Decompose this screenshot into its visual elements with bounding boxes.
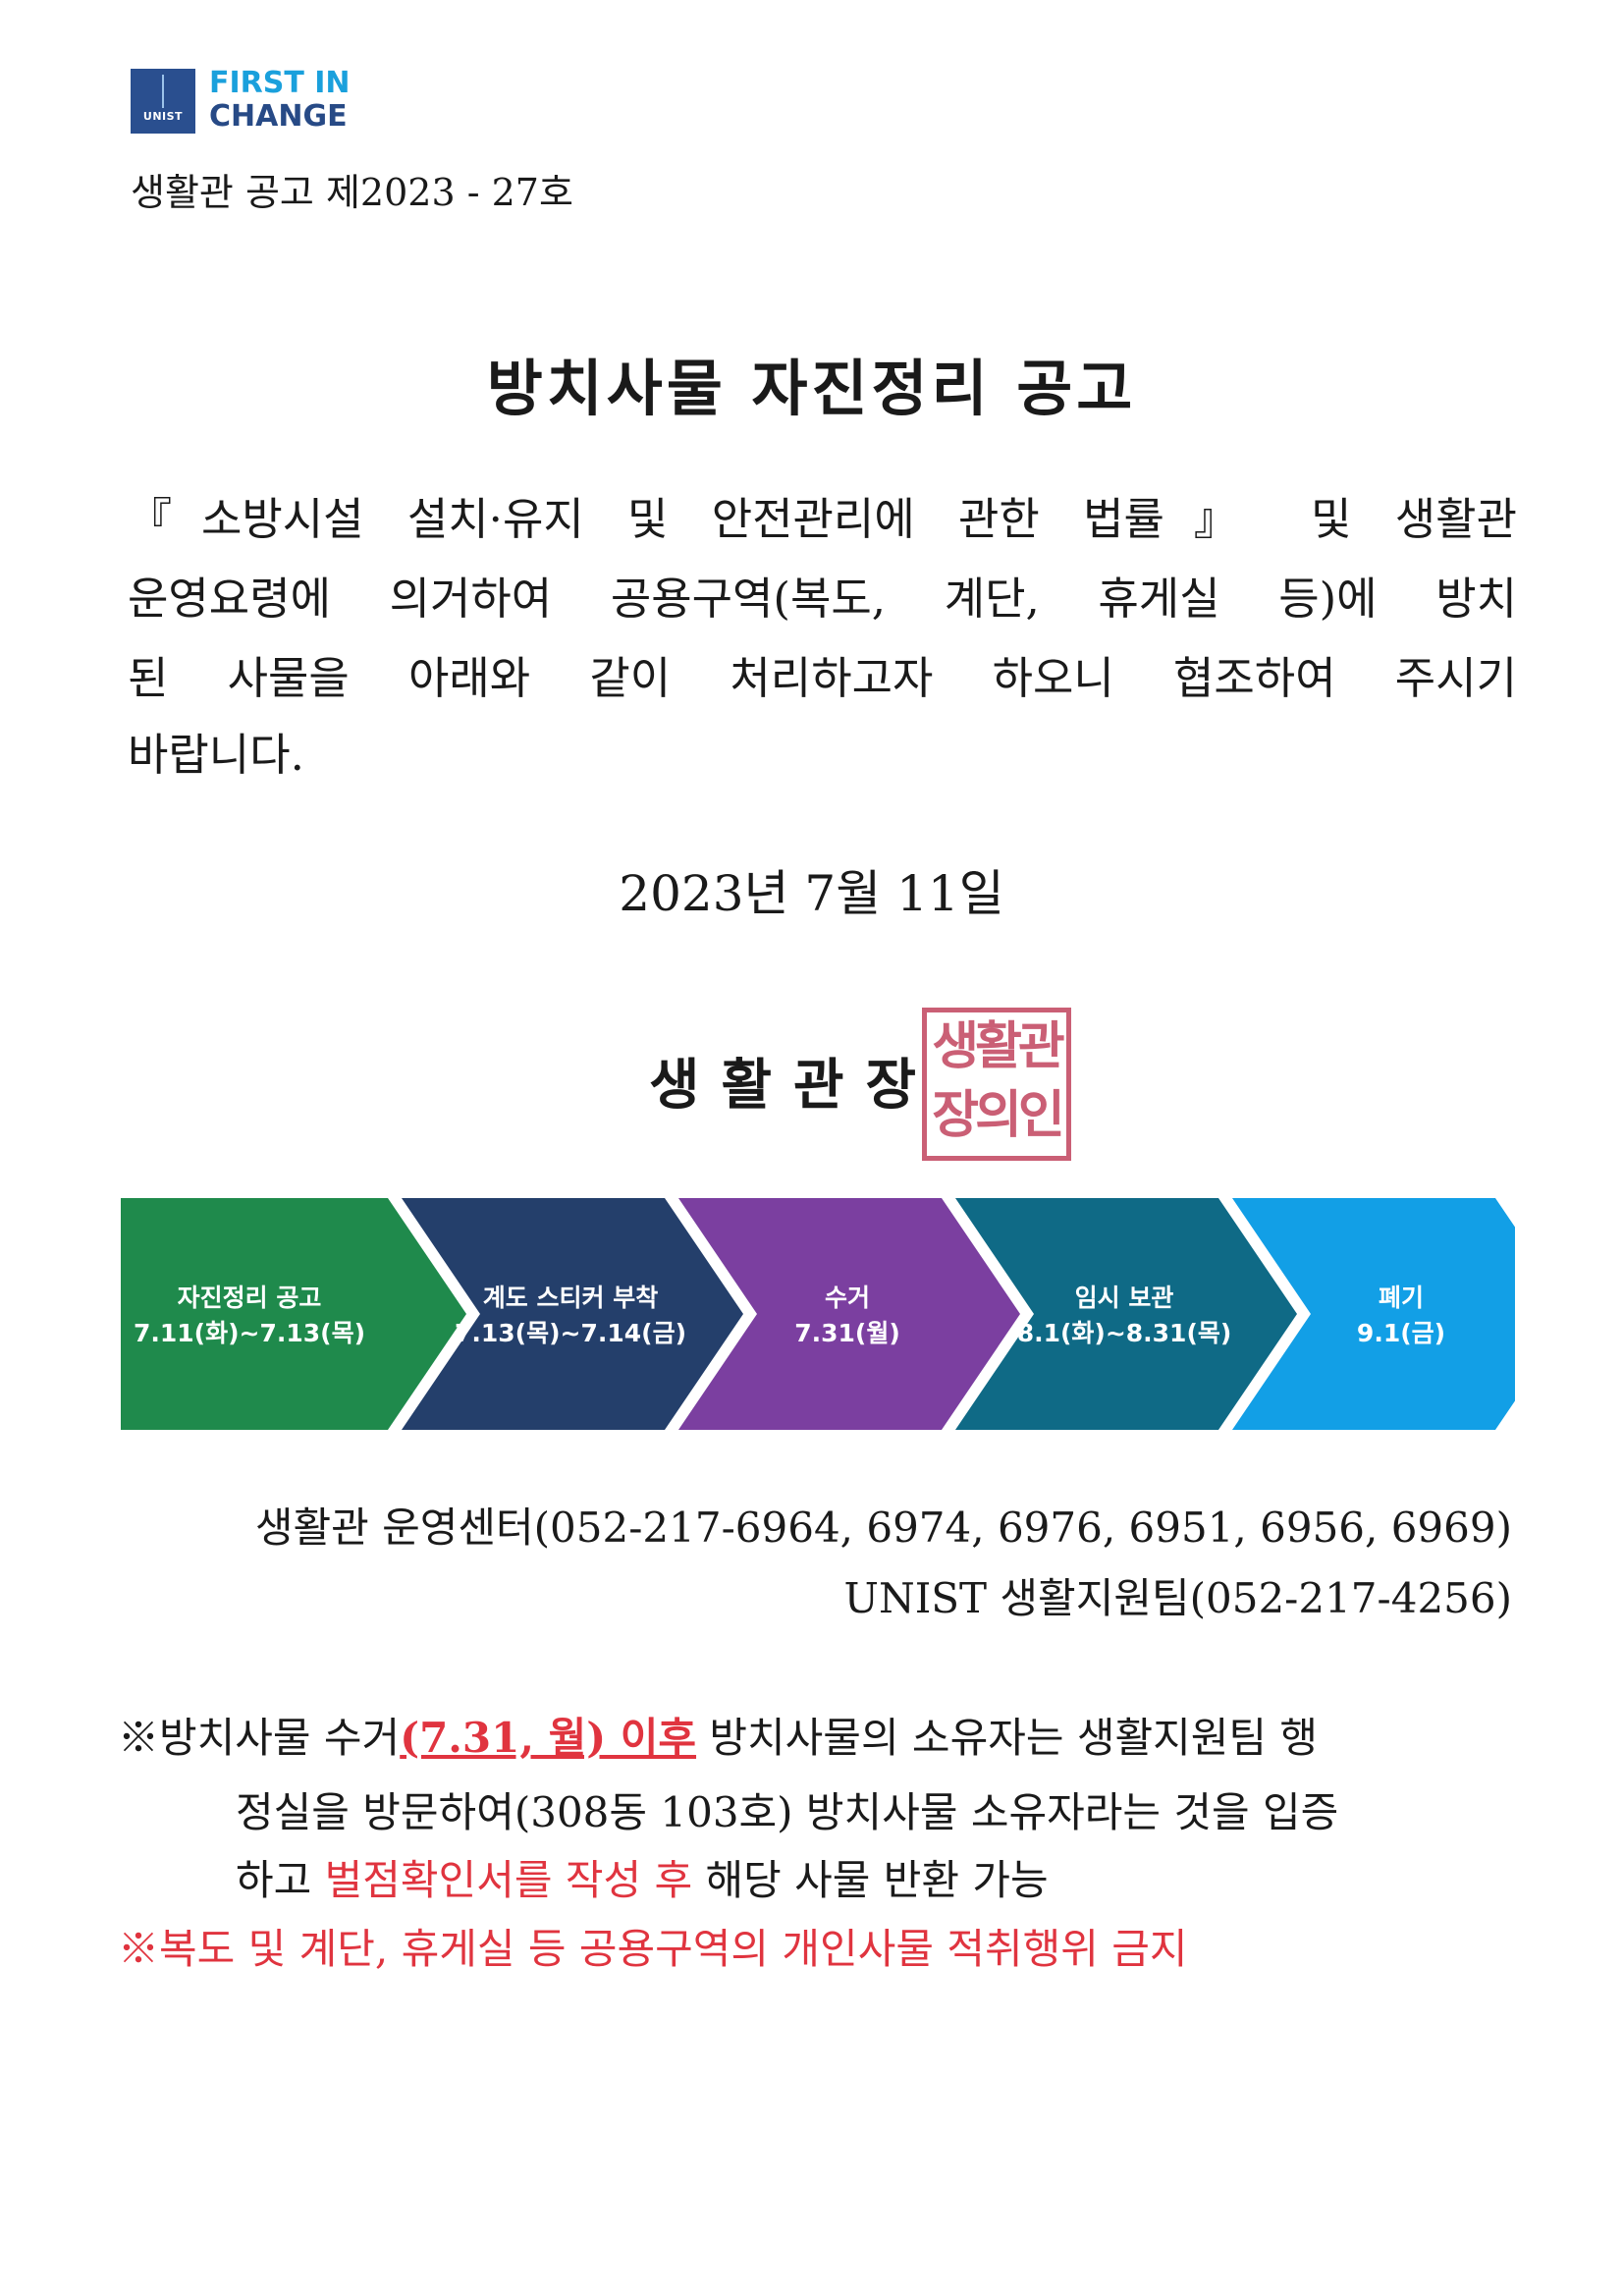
flow-chevron xyxy=(402,1198,743,1430)
flow-step-label: 수거 xyxy=(825,1284,870,1312)
notice-number: 생활관 공고 제2023 - 27호 xyxy=(131,171,573,214)
slogan-line1: FIRST IN xyxy=(209,66,351,100)
note-highlight: (7.31, 월) 이후 xyxy=(400,1714,697,1762)
flow-step: 자진정리 공고 7.11(화)~7.13(목) xyxy=(121,1198,466,1430)
process-flow: 자진정리 공고 7.11(화)~7.13(목) 계도 스티커 부착 7.13(목)~7… xyxy=(121,1198,1515,1430)
note-1-line3: 하고 벌점확인서를 작성 후 해당 사물 반환 가능 xyxy=(236,1847,1049,1907)
flow-chevron xyxy=(955,1198,1297,1430)
notice-date: 2023년 7월 11일 xyxy=(619,865,1004,922)
flow-step: 폐기 9.1(금) xyxy=(1232,1198,1515,1430)
flow-step-date: 7.31(월) xyxy=(794,1319,900,1347)
flow-step: 수거 7.31(월) xyxy=(678,1198,1020,1430)
flow-step-date: 8.1(화)~8.31(목) xyxy=(1017,1319,1232,1347)
flow-step-date: 9.1(금) xyxy=(1357,1319,1445,1347)
flow-step: 계도 스티커 부착 7.13(목)~7.14(금) xyxy=(402,1198,743,1430)
note-text: 방치사물의 소유자는 생활지원팀 행 xyxy=(696,1714,1319,1762)
logo-mark xyxy=(162,75,164,108)
note-text: 하고 xyxy=(236,1856,325,1904)
note-text: ※방치사물 수거 xyxy=(118,1714,401,1762)
contact-center: 생활관 운영센터(052-217-6964, 6974, 6976, 6951,… xyxy=(254,1503,1512,1552)
logo-mark-text: UNIST xyxy=(142,110,184,123)
flow-chevron xyxy=(121,1198,466,1430)
body-line: 된 사물을 아래와 같이 처리하고자 하오니 협조하여 주시기 xyxy=(128,652,1517,704)
body-line: 바랍니다. xyxy=(128,729,304,781)
official-seal: 생활관 장의인 xyxy=(922,1008,1071,1161)
body-line: 운영요령에 의거하여 공용구역(복도, 계단, 휴게실 등)에 방치 xyxy=(128,573,1517,625)
signer: 생활관장 xyxy=(649,1053,939,1118)
note-highlight: 벌점확인서를 작성 후 xyxy=(324,1856,693,1904)
page-title: 방치사물 자진정리 공고 xyxy=(486,353,1137,424)
logo-slogan: FIRST IN CHANGE xyxy=(209,67,351,134)
note-2: ※복도 및 계단, 휴게실 등 공용구역의 개인사물 적취행위 금지 xyxy=(118,1925,1188,1973)
flow-chevron xyxy=(1232,1198,1515,1430)
flow-step-date: 7.11(화)~7.13(목) xyxy=(134,1319,365,1347)
flow-step-label: 임시 보관 xyxy=(1075,1284,1174,1312)
flow-step-date: 7.13(목)~7.14(금) xyxy=(455,1319,686,1347)
seal-line: 생활관 xyxy=(932,1017,1065,1076)
note-1: ※방치사물 수거(7.31, 월) 이후 방치사물의 소유자는 생활지원팀 행 xyxy=(118,1705,1318,1765)
body-line: 『소방시설 설치·유지 및 안전관리에 관한 법률』 및 생활관 xyxy=(128,493,1517,545)
flow-chevron xyxy=(678,1198,1020,1430)
slogan-line2: CHANGE xyxy=(209,99,348,134)
flow-step: 임시 보관 8.1(화)~8.31(목) xyxy=(955,1198,1297,1430)
flow-step-label: 자진정리 공고 xyxy=(178,1284,322,1312)
flow-step-label: 계도 스티커 부착 xyxy=(483,1284,658,1312)
contact-team: UNIST 생활지원팀(052-217-4256) xyxy=(843,1574,1512,1622)
note-1-line2: 정실을 방문하여(308동 103호) 방치사물 소유자라는 것을 입증 xyxy=(236,1788,1339,1836)
note-text: 해당 사물 반환 가능 xyxy=(692,1856,1049,1904)
unist-logo: UNIST xyxy=(131,69,195,134)
seal-line: 장의인 xyxy=(932,1086,1065,1145)
flow-step-label: 폐기 xyxy=(1379,1284,1424,1312)
